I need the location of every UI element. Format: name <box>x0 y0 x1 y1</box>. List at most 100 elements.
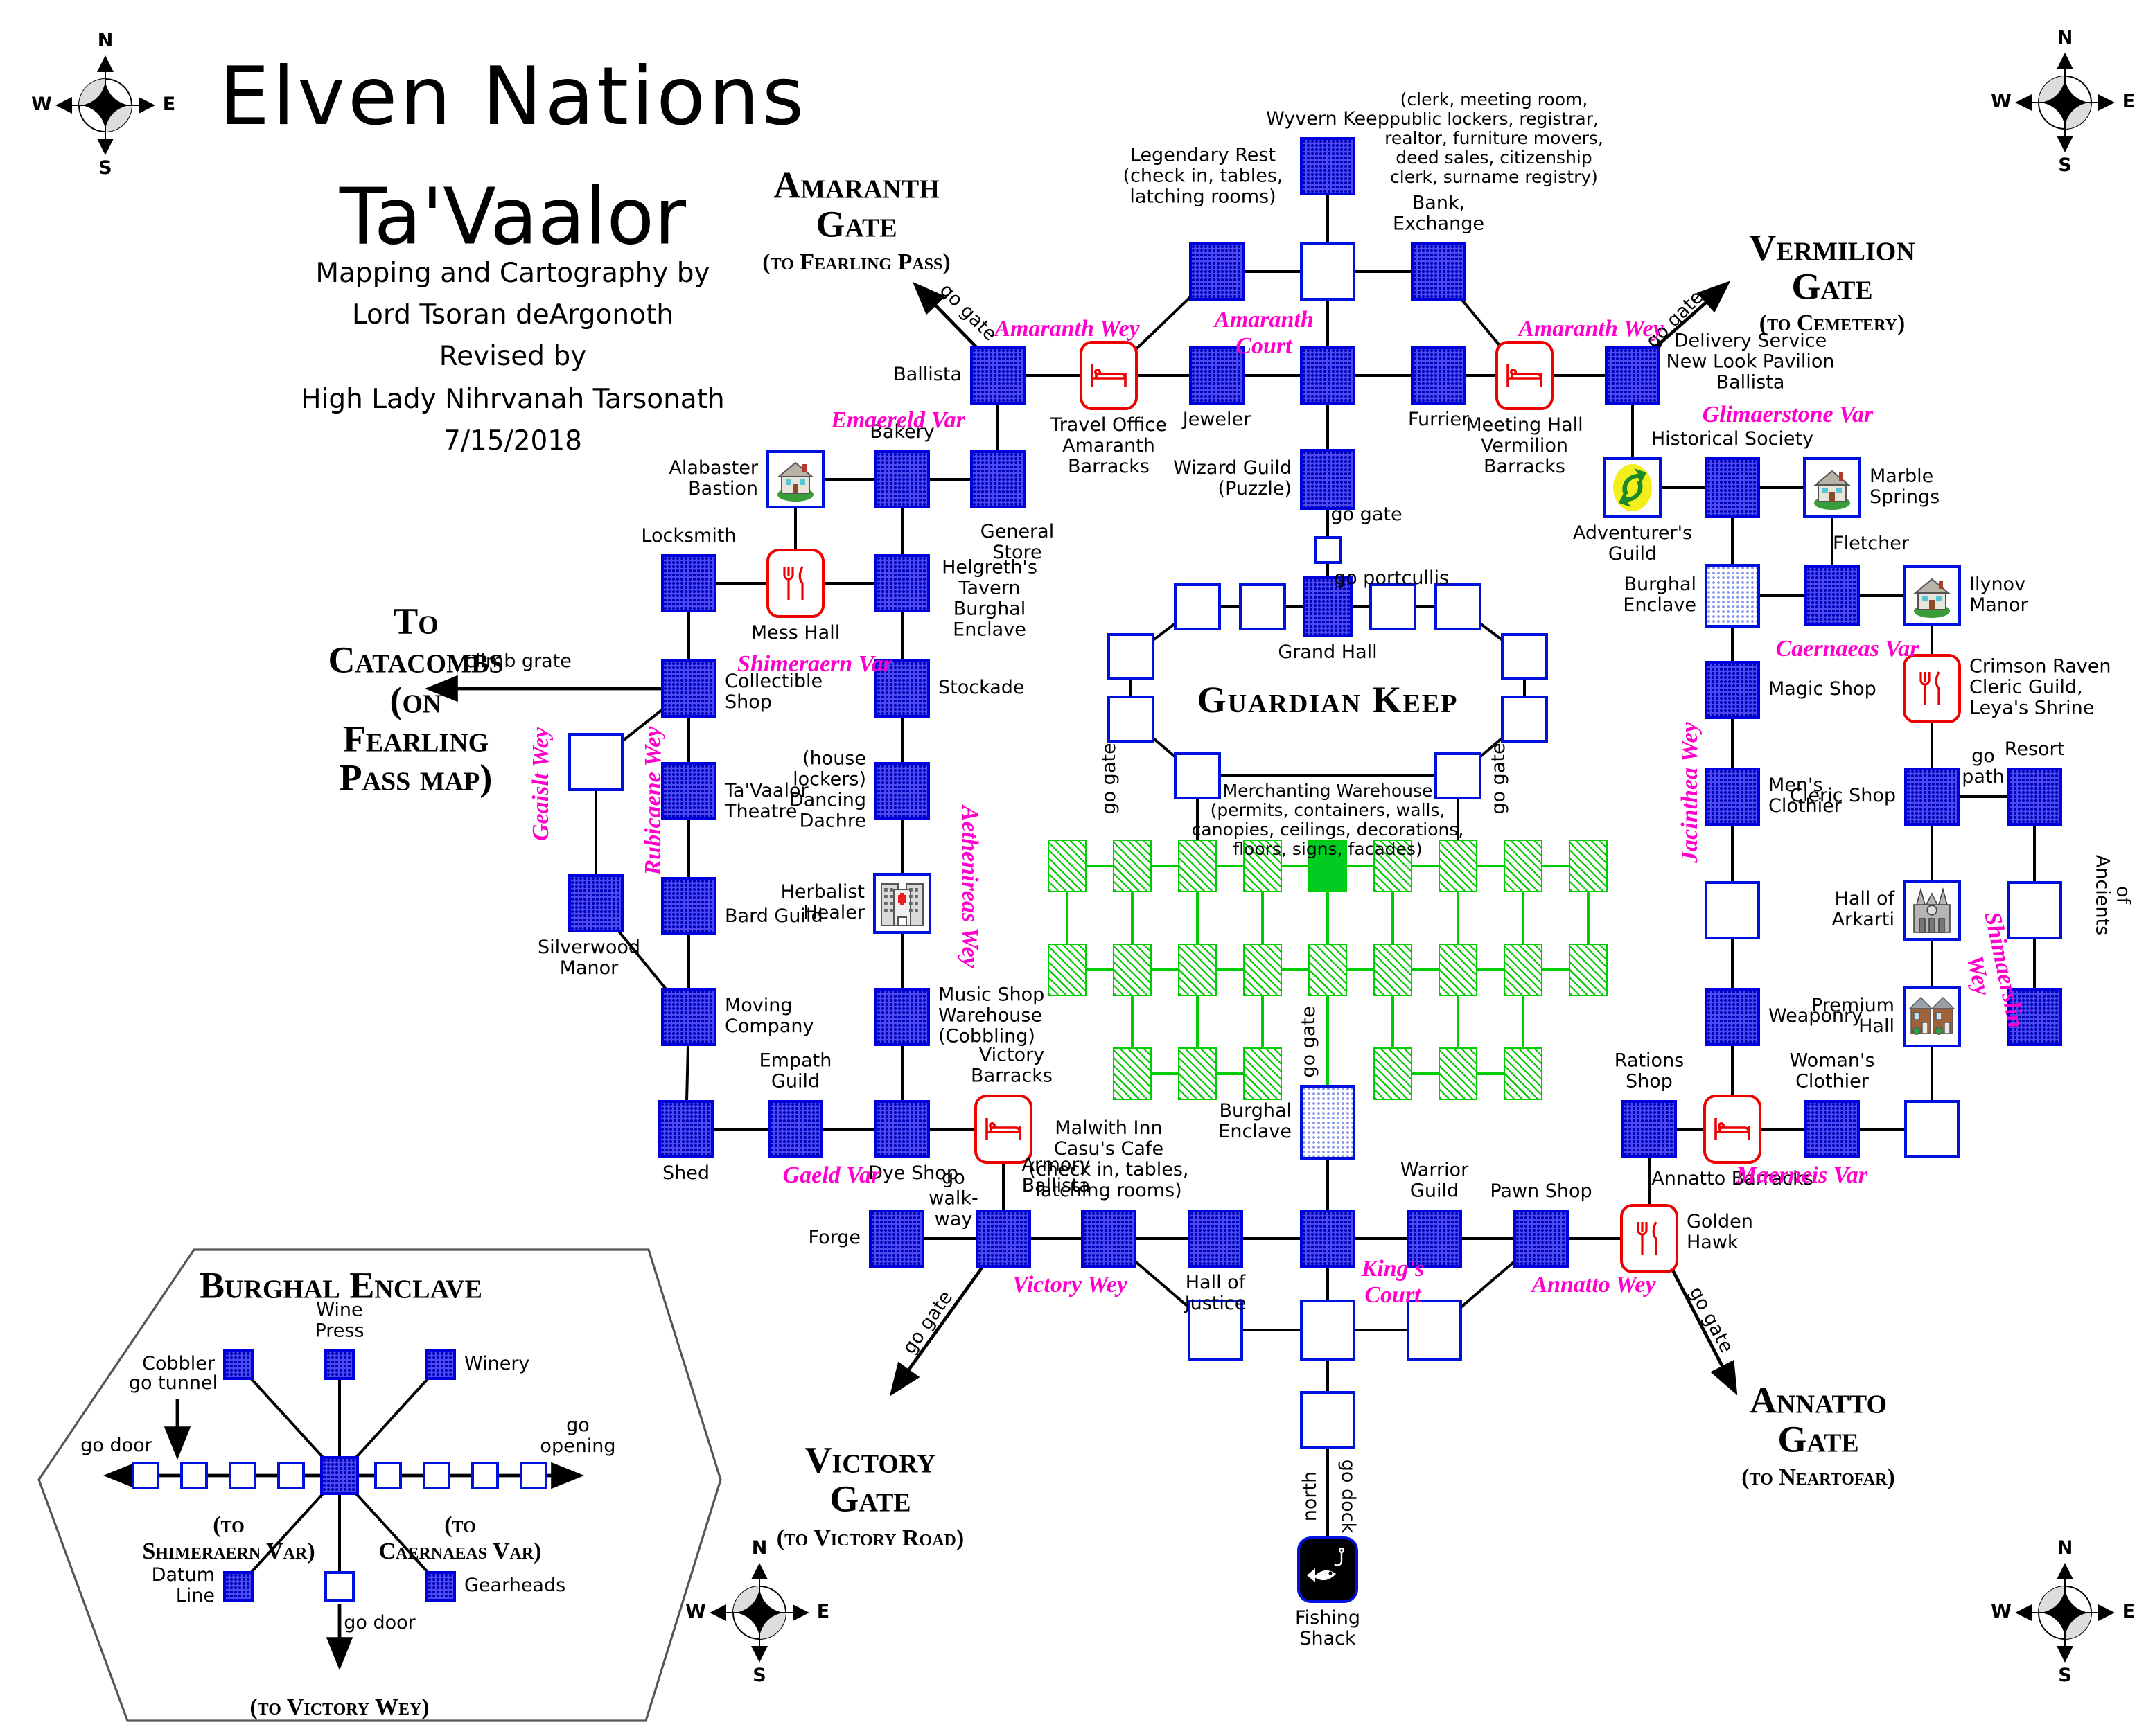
room-pawn <box>1513 1210 1569 1268</box>
label-music: Music Shop Warehouse (Cobbling) <box>938 984 1045 1049</box>
map-note: go door <box>80 1434 152 1457</box>
label-historical: Historical Society <box>1651 427 1814 450</box>
room-garden-white <box>2007 881 2062 939</box>
warehouse-room <box>1048 840 1087 892</box>
room-dachre <box>874 762 930 820</box>
recycle-icon <box>1613 464 1652 511</box>
house-icon <box>1813 470 1851 510</box>
warehouse-room <box>1113 840 1152 892</box>
warehouse-room <box>1504 1047 1542 1100</box>
label-theatre: Ta'Vaalor Theatre <box>725 779 809 823</box>
label-womans: Woman's Clothier <box>1789 1049 1875 1093</box>
room-fishing <box>1297 1536 1358 1603</box>
label-wizard: Wizard Guild (Puzzle) <box>1173 457 1292 500</box>
label-delivery: Delivery Service New Look Pavilion Balli… <box>1666 330 1835 395</box>
road-label: Annatto Wey <box>1531 1270 1656 1297</box>
room-forge <box>869 1210 924 1268</box>
label-herbalist: Herbalist Healer <box>780 880 865 924</box>
label-malwith: Malwith Inn Casu's Cafe (check in, table… <box>1028 1117 1189 1203</box>
label-stockade: Stockade <box>938 676 1025 699</box>
gate-title: (to Shimeraern Var) <box>142 1511 315 1564</box>
room-court-mid <box>1300 346 1355 405</box>
compass-letter-e: E <box>2122 1600 2136 1623</box>
gate-title: Victory Gate <box>804 1439 936 1520</box>
room-historical <box>1705 457 1760 518</box>
room-in-datum <box>223 1571 254 1602</box>
room-kr3 <box>1369 583 1416 630</box>
row-houses-icon <box>1908 997 1955 1035</box>
road-label: Rubicaene Wey <box>639 726 666 876</box>
room-furrier <box>1411 346 1466 405</box>
label-justice: Hall of Justice <box>1184 1272 1247 1316</box>
compass-arrow-w <box>55 97 72 114</box>
room-kul <box>1107 633 1154 680</box>
room-klr <box>1501 696 1548 743</box>
compass-arrow-e <box>2098 94 2115 111</box>
warehouse-room <box>1308 840 1347 892</box>
label-dachre: (house lockers) Dancing Dachre <box>789 747 866 833</box>
room-kr1 <box>1174 583 1221 630</box>
label-adventurers: Adventurer's Guild <box>1572 522 1693 566</box>
compass-arrow-n <box>2057 1563 2073 1579</box>
label-marble: Marble Springs <box>1870 465 1940 508</box>
map-note: go gate <box>1330 503 1402 526</box>
label-ballista-a: Ballista <box>893 363 962 386</box>
label-burghal-ne: Burghal Enclave <box>1623 573 1696 617</box>
room-crimson <box>1903 654 1961 723</box>
room-travel-bed <box>1080 341 1138 410</box>
warehouse-room <box>1439 944 1477 996</box>
compass-arrow-s <box>2057 1646 2073 1663</box>
road-label: Jacinthea Wey <box>1676 722 1703 863</box>
bed-icon <box>1714 1118 1750 1140</box>
room-prem-white <box>1904 1100 1960 1158</box>
room-burghal-s <box>1300 1085 1355 1160</box>
compass-letter-w: W <box>1991 1600 2012 1623</box>
map-note: go gate <box>1487 743 1510 815</box>
gate-subtitle: (to Victory Road) <box>776 1524 965 1551</box>
room-kbr <box>1434 752 1481 799</box>
label-empath: Empath Guild <box>759 1049 832 1093</box>
label-meeting-bed: Meeting Hall Vermilion Barracks <box>1466 414 1583 479</box>
label-premium: Premium Hall <box>1811 994 1894 1038</box>
compass-letter-w: W <box>685 1600 706 1623</box>
room-cleric <box>1904 768 1960 826</box>
label-goldenhawk: Golden Hawk <box>1687 1210 1753 1254</box>
room-in-e1 <box>374 1462 402 1489</box>
map-note: go door <box>344 1611 416 1634</box>
house-icon <box>777 461 814 502</box>
warehouse-room <box>1178 1047 1217 1100</box>
compass-letter-n: N <box>751 1536 768 1559</box>
compass-arrow-e <box>793 1604 809 1621</box>
road-label: Amaranth Court <box>1214 305 1314 359</box>
room-arkarti <box>1903 880 1961 941</box>
room-justice <box>1188 1210 1243 1268</box>
label-wyvern: Wyvern Keep <box>1266 107 1389 130</box>
gate-title: To Catacombs (on Fearling Pass map) <box>328 600 504 799</box>
compass-arrow-e <box>139 97 155 114</box>
room-in-vwey <box>324 1571 355 1602</box>
room-dye <box>874 1100 930 1158</box>
warehouse-room <box>1243 944 1282 996</box>
label-bank: Bank, Exchange <box>1393 192 1484 236</box>
room-silverwood <box>568 874 624 932</box>
room-in-cobbler <box>223 1349 254 1380</box>
room-victory-bed <box>974 1095 1032 1164</box>
label-weaponry: Weaponry <box>1768 1004 1863 1027</box>
warehouse-room <box>1439 1047 1477 1100</box>
room-in-w1 <box>132 1462 159 1489</box>
compass-arrow-n <box>2057 53 2073 69</box>
room-collectible <box>661 659 716 718</box>
gate-subtitle: (to Neartofar) <box>1741 1463 1895 1490</box>
warehouse-room <box>1504 944 1542 996</box>
label-magic: Magic Shop <box>1768 677 1876 700</box>
room-kll <box>1107 696 1154 743</box>
map-note: go path <box>1962 745 2005 788</box>
room-weaponry <box>1705 988 1760 1046</box>
room-in-e2 <box>423 1462 450 1489</box>
gate-title: Annatto Gate <box>1749 1379 1888 1460</box>
bed-icon <box>1506 364 1542 387</box>
label-arkarti: Hall of Arkarti <box>1831 887 1894 931</box>
compass-letter-e: E <box>816 1600 830 1623</box>
room-magic <box>1705 661 1760 719</box>
